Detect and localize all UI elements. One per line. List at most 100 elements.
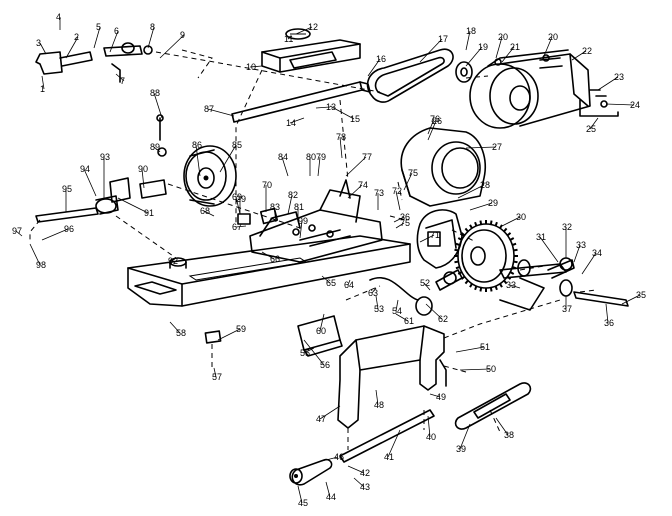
leader-line bbox=[153, 146, 161, 153]
leader-line bbox=[281, 156, 289, 177]
part-callout: 3 bbox=[36, 38, 41, 48]
part-callout: 60 bbox=[316, 326, 326, 336]
base-bed bbox=[127, 235, 411, 307]
small-parts-left bbox=[35, 42, 167, 223]
leader-line bbox=[395, 313, 409, 322]
part-callout: 79 bbox=[316, 152, 326, 162]
leader-line bbox=[159, 34, 185, 59]
leader-line bbox=[117, 197, 149, 214]
leader-line bbox=[469, 202, 493, 211]
leader-line bbox=[347, 184, 363, 199]
leader-line bbox=[423, 282, 431, 291]
leader-line bbox=[195, 144, 201, 177]
part-callout: 86 bbox=[192, 140, 202, 150]
leader-line bbox=[317, 156, 321, 177]
leader-line bbox=[403, 172, 413, 191]
part-callout: 65 bbox=[326, 278, 336, 288]
part-callout: 50 bbox=[486, 364, 496, 374]
part-callout: 47 bbox=[316, 414, 326, 424]
leader-line bbox=[235, 196, 241, 215]
part-callout: 35 bbox=[636, 290, 646, 300]
leader-line bbox=[295, 26, 313, 35]
part-callout: 17 bbox=[438, 34, 448, 44]
part-callout: 48 bbox=[374, 400, 384, 410]
leader-line bbox=[455, 346, 485, 353]
leader-line bbox=[115, 73, 125, 82]
leader-line bbox=[169, 321, 181, 334]
part-callout: 97 bbox=[12, 226, 22, 236]
part-callout: 20 bbox=[498, 32, 508, 42]
part-callout: 78 bbox=[336, 132, 346, 142]
small-parts-center bbox=[204, 269, 463, 357]
part-callout: 4 bbox=[56, 12, 61, 22]
part-callout: 64 bbox=[344, 280, 354, 290]
part-callout: 2 bbox=[74, 32, 79, 42]
part-callout: 52 bbox=[420, 278, 430, 288]
leader-line bbox=[213, 367, 217, 378]
leader-line bbox=[261, 251, 275, 260]
leader-line bbox=[319, 405, 341, 420]
leader-line bbox=[297, 485, 303, 504]
drive-belt bbox=[366, 48, 454, 103]
leader-line bbox=[387, 429, 401, 458]
part-callout: 81 bbox=[294, 202, 304, 212]
part-callout: 18 bbox=[466, 26, 476, 36]
leader-line bbox=[299, 220, 303, 239]
part-callout: 40 bbox=[426, 432, 436, 442]
part-callout: 22 bbox=[582, 46, 592, 56]
leader-line bbox=[457, 184, 485, 199]
leader-line bbox=[509, 284, 521, 289]
part-callout: 5 bbox=[96, 22, 101, 32]
leader-line bbox=[395, 299, 399, 312]
part-callout: 39 bbox=[456, 444, 466, 454]
leader-line bbox=[325, 481, 331, 498]
part-callout: 36 bbox=[400, 212, 410, 222]
leader-line bbox=[41, 75, 45, 90]
leader-line bbox=[109, 30, 119, 53]
part-callout: 56 bbox=[320, 360, 330, 370]
leader-line bbox=[249, 65, 263, 68]
part-callout: 19 bbox=[478, 42, 488, 52]
part-callout: 9 bbox=[180, 30, 185, 40]
part-callout: 21 bbox=[510, 42, 520, 52]
leader-line bbox=[495, 36, 503, 59]
leader-line bbox=[375, 295, 379, 310]
leader-line bbox=[589, 117, 599, 130]
part-callout: 15 bbox=[350, 114, 360, 124]
part-callout: 87 bbox=[204, 104, 214, 114]
part-callout: 32 bbox=[562, 222, 572, 232]
leader-line bbox=[425, 303, 443, 320]
part-callout: 28 bbox=[480, 180, 490, 190]
leader-line bbox=[371, 287, 377, 294]
leader-line bbox=[419, 38, 443, 63]
leader-line bbox=[427, 415, 431, 438]
leader-line bbox=[147, 26, 155, 49]
part-callout: 49 bbox=[436, 392, 446, 402]
part-callout: 68 bbox=[200, 206, 210, 216]
leader-line bbox=[419, 234, 435, 243]
part-callout: 42 bbox=[360, 468, 370, 478]
leader-line bbox=[465, 46, 483, 67]
leader-line bbox=[367, 58, 381, 77]
leader-line bbox=[83, 168, 97, 197]
leader-line bbox=[317, 456, 339, 463]
part-callout: 46 bbox=[334, 452, 344, 462]
part-callout: 34 bbox=[592, 248, 602, 258]
leader-line bbox=[339, 136, 343, 159]
alignment-lines bbox=[29, 49, 597, 450]
upper-arm bbox=[261, 28, 361, 73]
part-callout: 74 bbox=[358, 180, 368, 190]
part-callout: 61 bbox=[404, 316, 414, 326]
part-callout: 44 bbox=[326, 492, 336, 502]
leader-line bbox=[41, 228, 69, 241]
part-callout: 71 bbox=[430, 230, 440, 240]
part-callout: 33 bbox=[506, 280, 516, 290]
part-callout: 96 bbox=[64, 224, 74, 234]
leader-line bbox=[321, 275, 331, 284]
leader-line bbox=[93, 26, 101, 49]
part-callout: 45 bbox=[298, 498, 308, 508]
part-callout: 69 bbox=[232, 192, 242, 202]
